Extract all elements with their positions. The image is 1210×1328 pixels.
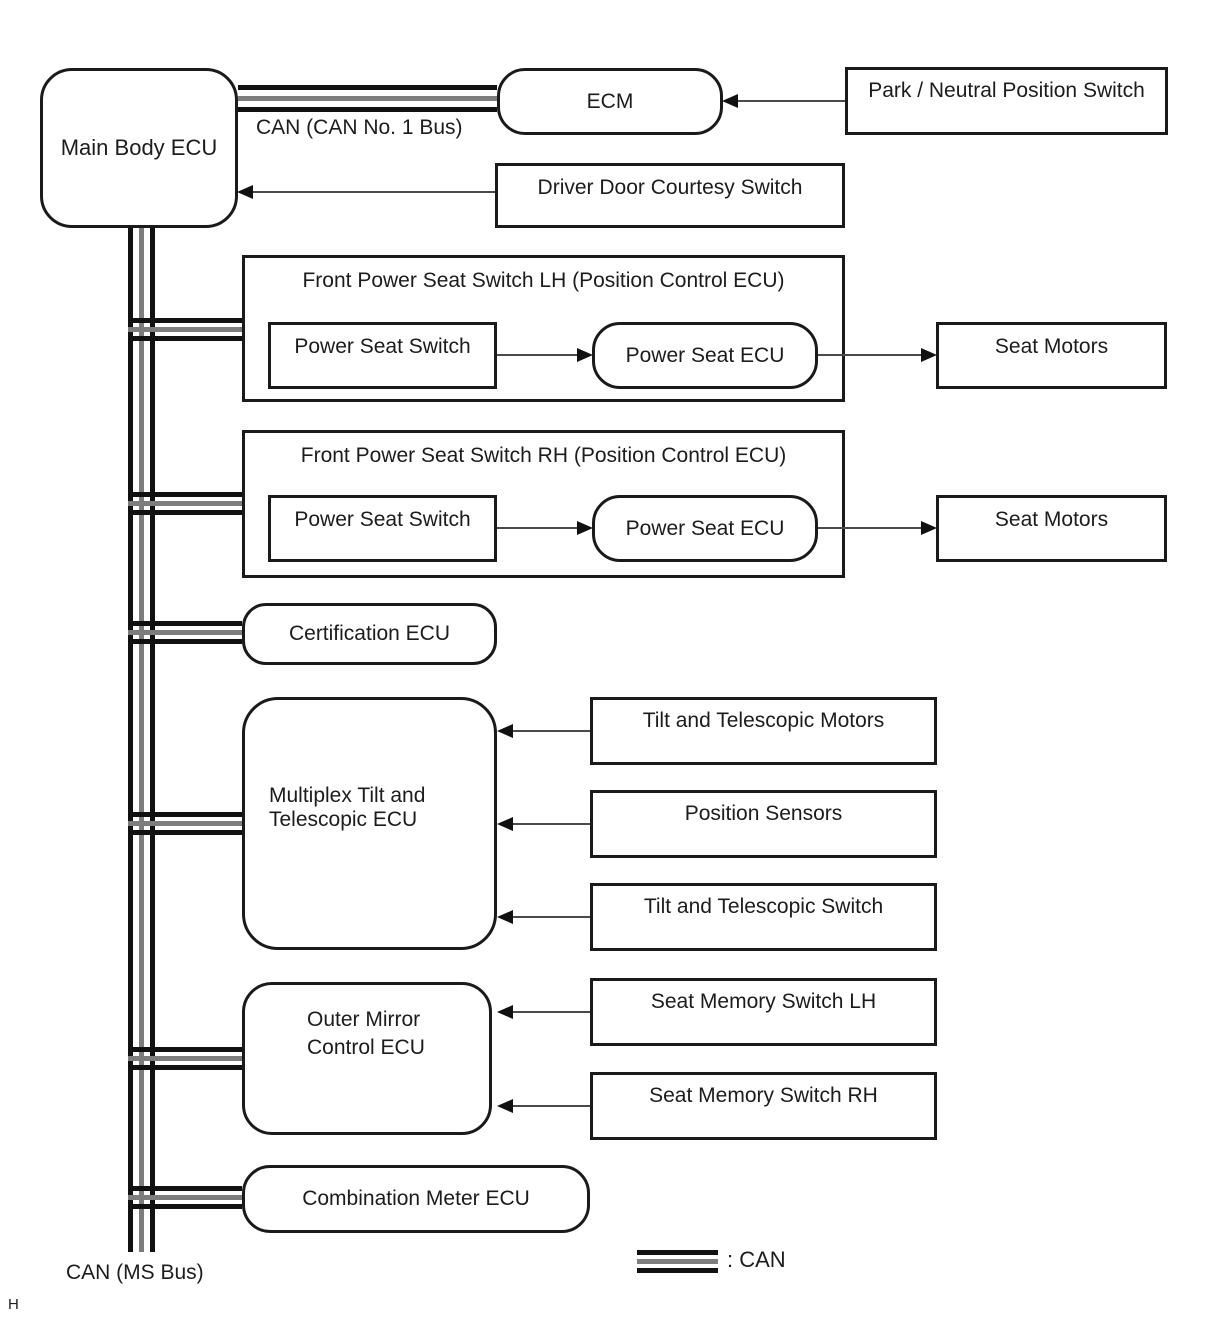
certification-ecu-label: Certification ECU — [288, 622, 451, 645]
outer-mirror-ecu-box: Outer Mirror Control ECU — [242, 982, 492, 1135]
arrow-tiltswitch-to-mux-head — [497, 910, 513, 924]
ms-bus-line-left — [128, 228, 133, 1252]
arrow-park-to-ecm-head — [722, 94, 738, 108]
park-neutral-switch-label: Park / Neutral Position Switch — [868, 79, 1145, 102]
stub-mux-mid — [128, 821, 242, 826]
seat-memory-switch-lh-label: Seat Memory Switch LH — [650, 990, 877, 1013]
seat-motors-lh-label: Seat Motors — [994, 335, 1109, 358]
certification-ecu-box: Certification ECU — [242, 603, 497, 665]
ecm-label: ECM — [586, 89, 634, 113]
driver-door-switch-label: Driver Door Courtesy Switch — [537, 176, 803, 199]
stub-rh-bot — [128, 510, 242, 515]
arrow-rh-ecu-to-motors-head — [921, 521, 937, 535]
can-bus-legend-sample-mid — [637, 1259, 718, 1264]
arrow-memrh-to-mirror-line — [513, 1105, 590, 1107]
front-seat-rh-title: Front Power Seat Switch RH (Position Con… — [300, 444, 787, 467]
driver-door-switch-box: Driver Door Courtesy Switch — [495, 163, 845, 228]
front-seat-lh-title: Front Power Seat Switch LH (Position Con… — [302, 269, 785, 292]
tilt-telescopic-motors-box: Tilt and Telescopic Motors — [590, 697, 937, 765]
arrow-tiltmotors-to-mux-line — [513, 730, 590, 732]
stub-cert-top — [128, 621, 242, 626]
outer-mirror-ecu-label: Outer Mirror Control ECU — [307, 1008, 425, 1059]
stub-mux-top — [128, 812, 242, 817]
multiplex-ecu-label: Multiplex Tilt and Telescopic ECU — [269, 784, 426, 831]
power-seat-ecu-rh-label: Power Seat ECU — [625, 516, 785, 540]
arrow-tiltmotors-to-mux-head — [497, 724, 513, 738]
power-seat-switch-rh-label: Power Seat Switch — [294, 508, 471, 531]
stub-mirror-mid — [128, 1056, 242, 1061]
multiplex-ecu-box: Multiplex Tilt and Telescopic ECU — [242, 697, 497, 950]
stub-mirror-bot — [128, 1065, 242, 1070]
park-neutral-switch-box: Park / Neutral Position Switch — [845, 67, 1168, 135]
stub-combi-mid — [128, 1195, 242, 1200]
arrow-sensors-to-mux-head — [497, 817, 513, 831]
arrow-sensors-to-mux-line — [513, 823, 590, 825]
arrow-memlh-to-mirror-head — [497, 1005, 513, 1019]
can-bus-legend-sample-bot — [637, 1268, 718, 1273]
tilt-telescopic-switch-label: Tilt and Telescopic Switch — [643, 895, 884, 918]
seat-motors-rh-label: Seat Motors — [994, 508, 1109, 531]
arrow-park-to-ecm-line — [737, 100, 845, 102]
power-seat-ecu-lh-box: Power Seat ECU — [592, 322, 818, 389]
stub-mux-bot — [128, 830, 242, 835]
stub-combi-top — [128, 1186, 242, 1191]
main-body-ecu-box: Main Body ECU — [40, 68, 238, 228]
arrow-tiltswitch-to-mux-line — [513, 916, 590, 918]
stub-combi-bot — [128, 1204, 242, 1209]
seat-motors-rh-box: Seat Motors — [936, 495, 1167, 562]
arrow-memlh-to-mirror-line — [513, 1011, 590, 1013]
can-ms-bus-label: CAN (MS Bus) — [66, 1261, 204, 1284]
page-marker: H — [8, 1296, 19, 1313]
stub-cert-mid — [128, 630, 242, 635]
power-seat-ecu-rh-box: Power Seat ECU — [592, 495, 818, 562]
stub-rh-mid — [128, 501, 242, 506]
arrow-lh-switch-to-ecu-line — [497, 354, 579, 356]
stub-lh-bot — [128, 336, 242, 341]
can1-bus-label: CAN (CAN No. 1 Bus) — [256, 116, 463, 139]
tilt-telescopic-motors-label: Tilt and Telescopic Motors — [642, 709, 885, 732]
main-body-ecu-label: Main Body ECU — [60, 135, 218, 160]
power-seat-switch-lh-box: Power Seat Switch — [268, 322, 497, 389]
tilt-telescopic-switch-box: Tilt and Telescopic Switch — [590, 883, 937, 951]
arrow-door-to-mbe-line — [252, 191, 495, 193]
seat-memory-switch-rh-box: Seat Memory Switch RH — [590, 1072, 937, 1140]
arrow-lh-switch-to-ecu-head — [577, 348, 593, 362]
can-bus-legend-sample-top — [637, 1250, 718, 1255]
power-seat-ecu-lh-label: Power Seat ECU — [625, 343, 785, 367]
arrow-rh-switch-to-ecu-head — [577, 521, 593, 535]
combination-meter-ecu-label: Combination Meter ECU — [302, 1187, 530, 1210]
can1-bus-line-bottom — [238, 107, 497, 112]
combination-meter-ecu-box: Combination Meter ECU — [242, 1165, 590, 1233]
seat-motors-lh-box: Seat Motors — [936, 322, 1167, 389]
arrow-lh-ecu-to-motors-line — [818, 354, 922, 356]
position-sensors-box: Position Sensors — [590, 790, 937, 858]
stub-rh-top — [128, 492, 242, 497]
stub-lh-mid — [128, 327, 242, 332]
stub-mirror-top — [128, 1047, 242, 1052]
ecm-box: ECM — [497, 68, 723, 135]
seat-memory-switch-lh-box: Seat Memory Switch LH — [590, 978, 937, 1046]
power-seat-switch-rh-box: Power Seat Switch — [268, 495, 497, 562]
can1-bus-line-mid — [238, 96, 497, 101]
arrow-door-to-mbe-head — [237, 185, 253, 199]
can-legend-label: : CAN — [727, 1247, 786, 1272]
power-seat-switch-lh-label: Power Seat Switch — [294, 335, 471, 358]
stub-cert-bot — [128, 639, 242, 644]
ms-bus-line-right — [150, 228, 155, 1252]
seat-memory-switch-rh-label: Seat Memory Switch RH — [649, 1084, 878, 1107]
ms-bus-line-mid — [139, 228, 144, 1252]
arrow-lh-ecu-to-motors-head — [921, 348, 937, 362]
position-sensors-label: Position Sensors — [684, 802, 843, 825]
stub-lh-top — [128, 318, 242, 323]
arrow-memrh-to-mirror-head — [497, 1099, 513, 1113]
arrow-rh-ecu-to-motors-line — [818, 527, 922, 529]
arrow-rh-switch-to-ecu-line — [497, 527, 579, 529]
can1-bus-line-top — [238, 85, 497, 90]
